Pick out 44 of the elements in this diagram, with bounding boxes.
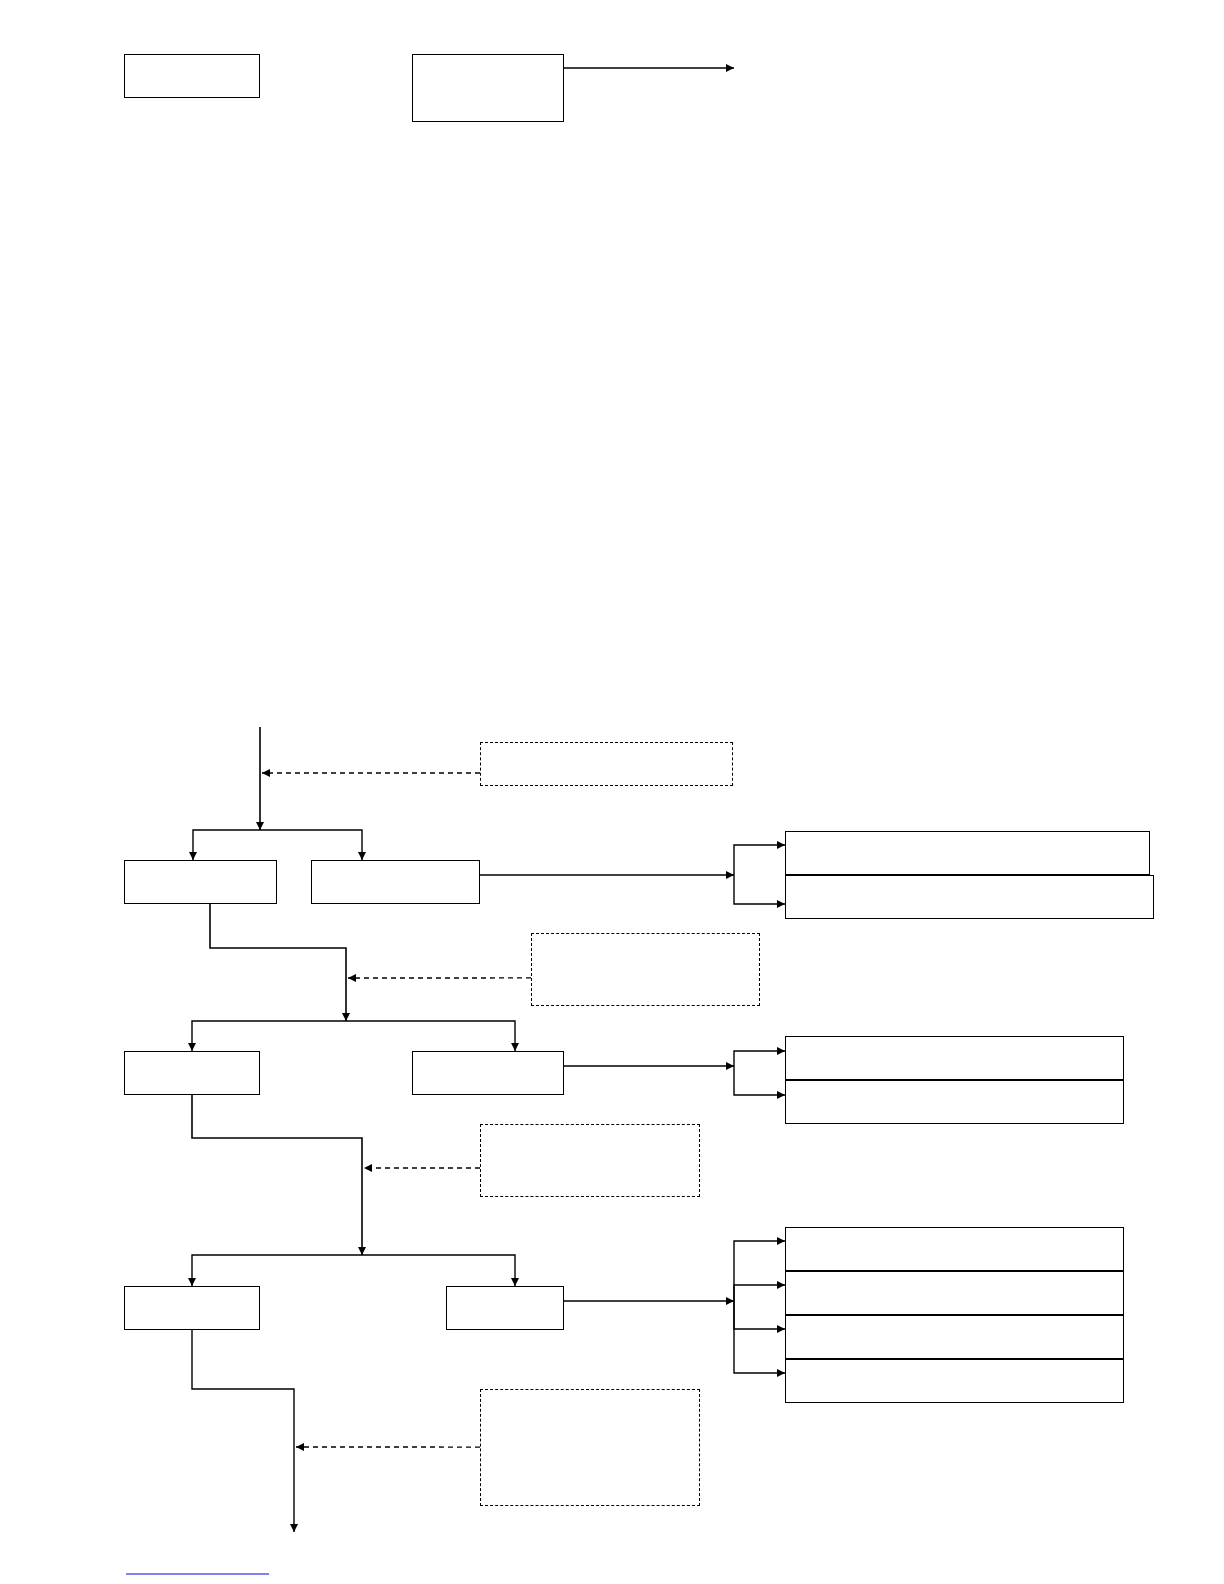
process-box bbox=[412, 1051, 564, 1095]
process-box bbox=[124, 1286, 260, 1330]
process-box bbox=[124, 860, 277, 904]
arrow bbox=[191, 1329, 298, 1533]
process-box bbox=[124, 1051, 260, 1095]
arrow bbox=[733, 1046, 786, 1067]
note-box bbox=[480, 742, 733, 786]
process-box bbox=[311, 860, 480, 904]
connector-line bbox=[563, 1297, 735, 1305]
dashed-arrow bbox=[261, 769, 481, 777]
dashed-arrow bbox=[363, 1164, 481, 1172]
arrow bbox=[189, 829, 261, 861]
process-box bbox=[785, 1359, 1124, 1403]
arrow bbox=[733, 874, 786, 908]
process-box bbox=[412, 54, 564, 122]
arrow bbox=[733, 1300, 786, 1377]
process-box bbox=[785, 1315, 1124, 1359]
process-box bbox=[785, 1271, 1124, 1315]
process-box bbox=[785, 1080, 1124, 1124]
connector-line bbox=[191, 1094, 366, 1256]
arrow bbox=[345, 1020, 520, 1052]
connector-line bbox=[209, 903, 350, 1022]
dashed-arrow bbox=[347, 974, 532, 982]
process-box bbox=[124, 54, 260, 98]
process-box bbox=[785, 831, 1150, 875]
connector-line bbox=[563, 1062, 735, 1070]
note-box bbox=[480, 1389, 700, 1506]
process-box bbox=[785, 1036, 1124, 1080]
connector-line bbox=[479, 871, 735, 879]
arrow bbox=[361, 1254, 519, 1287]
arrow bbox=[733, 841, 786, 876]
note-box bbox=[480, 1124, 700, 1197]
process-box bbox=[785, 875, 1154, 919]
connector-line bbox=[256, 726, 264, 831]
arrow bbox=[259, 829, 367, 861]
process-box bbox=[785, 1227, 1124, 1271]
arrow bbox=[733, 1281, 786, 1302]
arrow bbox=[188, 1254, 363, 1287]
arrow bbox=[188, 1020, 347, 1052]
arrow bbox=[733, 1065, 786, 1099]
note-box bbox=[531, 933, 760, 1006]
dashed-arrow bbox=[295, 1443, 481, 1451]
arrow bbox=[563, 64, 735, 72]
process-box bbox=[446, 1286, 564, 1330]
